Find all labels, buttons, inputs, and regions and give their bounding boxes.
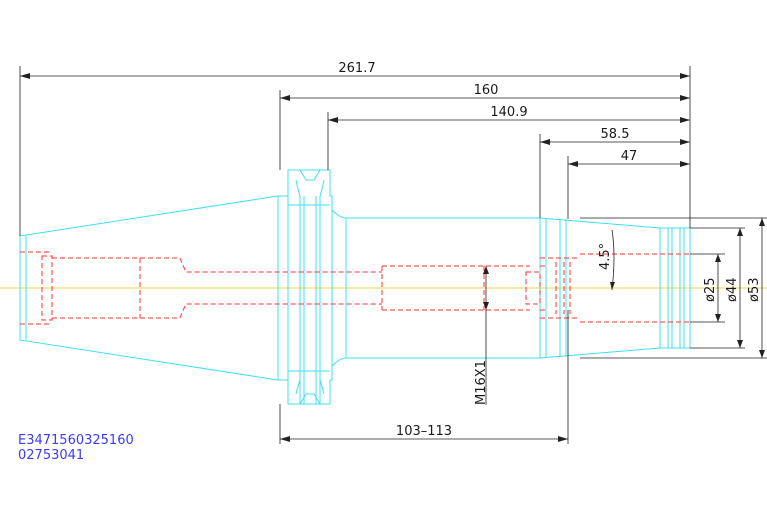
dim-58-5: 58.5 xyxy=(540,127,690,145)
dim-angle: 4.5° xyxy=(598,229,615,291)
article-number: 02753041 xyxy=(18,448,84,463)
dim-dia-25: ø25 xyxy=(703,254,721,322)
dim-261-7-label: 261.7 xyxy=(338,61,375,76)
dim-overall: 261.7 xyxy=(20,61,690,79)
dim-dia-53-label: ø53 xyxy=(747,278,762,303)
dim-dia-25-label: ø25 xyxy=(703,278,718,303)
flange-outline xyxy=(278,169,333,405)
v-groove-bottom xyxy=(299,393,321,405)
dim-thread-label: M16X1 xyxy=(474,360,489,405)
dim-dia-53: ø53 xyxy=(747,218,765,358)
dim-103-113: 103–113 xyxy=(280,424,568,442)
neck-outline xyxy=(331,209,541,367)
dim-47-label: 47 xyxy=(621,149,638,164)
dim-160: 160 xyxy=(280,83,690,101)
dim-thread: M16X1 xyxy=(474,266,489,405)
dim-140-9-label: 140.9 xyxy=(490,105,527,120)
dim-58-5-label: 58.5 xyxy=(601,127,630,142)
extension-lines xyxy=(19,66,767,444)
dim-dia-44-label: ø44 xyxy=(725,278,740,303)
dim-47: 47 xyxy=(568,149,690,167)
v-groove-top xyxy=(299,169,321,181)
nose-outline xyxy=(539,217,691,359)
dim-160-label: 160 xyxy=(474,83,499,98)
dim-angle-label: 4.5° xyxy=(598,243,613,270)
dim-140-9: 140.9 xyxy=(328,105,690,123)
article-code: E3471560325160 xyxy=(18,433,134,448)
dim-103-113-label: 103–113 xyxy=(396,424,452,439)
dim-dia-44: ø44 xyxy=(725,228,743,348)
holder-outline xyxy=(19,169,691,405)
